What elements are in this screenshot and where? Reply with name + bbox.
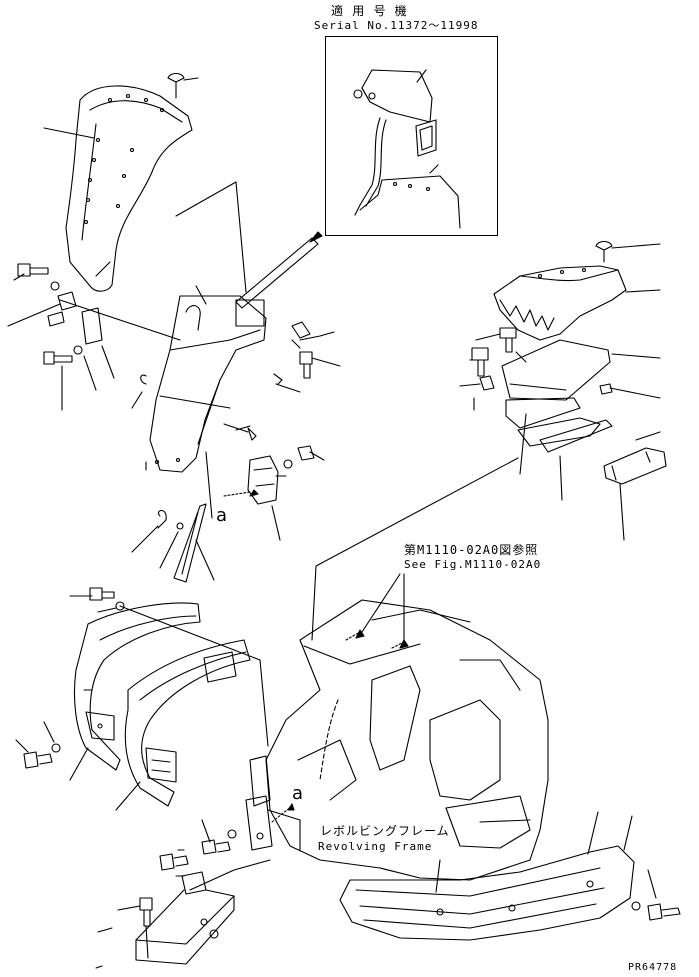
front-fender-covers (16, 588, 268, 810)
leader-step-to-frame (312, 458, 518, 640)
reference-figure-en: See Fig.M1110-02A0 (404, 558, 542, 571)
revolving-frame-label-en: Revolving Frame (318, 840, 433, 853)
bolts-center (236, 322, 340, 430)
strip-and-clip (132, 452, 214, 582)
leader-zigzag (176, 182, 246, 292)
reference-figure-jp: 第M1110-02A0図参照 (404, 543, 539, 557)
fender-cover-upper-left (44, 74, 198, 292)
arrow-to-inset (236, 232, 322, 308)
lower-bracket (96, 820, 270, 968)
inset-bracket-drawing (354, 70, 460, 228)
marker-a-lower: a (292, 783, 304, 804)
fender-bracket-assembly (132, 286, 266, 472)
applicable-serial-range: Serial No.11372～11998 (314, 19, 479, 32)
bolts-upper-left (8, 264, 180, 410)
revolving-frame-label-jp: レボルビングフレーム (320, 824, 450, 838)
marker-a-upper: a (216, 505, 228, 526)
figure-code: PR64778 (628, 962, 678, 973)
mount-bracket-mid (224, 446, 324, 540)
serial-inset-frame (325, 36, 498, 236)
applicable-serial-title-jp: 適 用 号 機 (331, 4, 408, 18)
revolving-frame (246, 574, 548, 880)
counterweight (340, 812, 680, 940)
right-step-cover (460, 242, 666, 541)
